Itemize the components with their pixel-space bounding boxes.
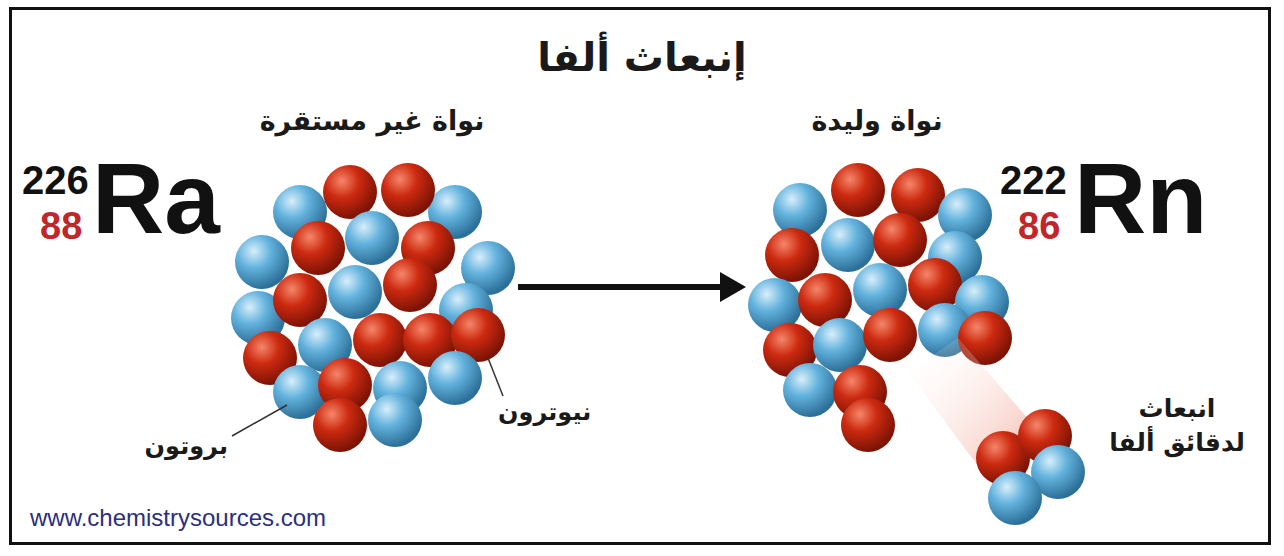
nucleon-sphere — [291, 221, 345, 275]
nucleon-sphere — [813, 318, 867, 372]
watermark: www.chemistrysources.com — [30, 504, 326, 532]
atomic-number: 88 — [40, 207, 82, 245]
nucleon-sphere — [383, 258, 437, 312]
nucleon-sphere — [323, 165, 377, 219]
nucleon-sphere — [765, 228, 819, 282]
nucleon-sphere — [313, 398, 367, 452]
part-label: بروتون — [145, 432, 228, 460]
atomic-number: 86 — [1018, 207, 1060, 245]
emission-label: انبعاث لدقائق ألفا — [1098, 392, 1256, 460]
nucleon-sphere — [353, 313, 407, 367]
nucleon-sphere — [988, 471, 1042, 525]
nucleon-sphere — [773, 183, 827, 237]
mass-number: 222 — [1000, 160, 1067, 200]
nucleus-node: نواة وليدة — [746, 105, 1008, 450]
nucleon-sphere — [783, 363, 837, 417]
parent-nucleus — [231, 163, 515, 452]
element-symbol: Ra — [92, 148, 220, 248]
nucleon-sphere — [841, 398, 895, 452]
nucleon-sphere — [368, 393, 422, 447]
leader-line — [232, 405, 287, 436]
nucleon-sphere — [235, 235, 289, 289]
nucleus-node: نواة غير مستقرة — [226, 105, 518, 445]
nucleon-sphere — [908, 258, 962, 312]
nucleon-sphere — [873, 213, 927, 267]
nucleon-sphere — [853, 263, 907, 317]
nucleon-sphere — [381, 163, 435, 217]
nucleon-sphere — [831, 163, 885, 217]
reaction-arrow — [518, 272, 746, 302]
nucleus-heading: نواة وليدة — [746, 105, 1008, 137]
nucleon-sphere — [345, 211, 399, 265]
leader-line — [488, 358, 503, 396]
nucleon-sphere — [821, 218, 875, 272]
part-label: نيوترون — [498, 398, 591, 426]
element-symbol: Rn — [1074, 148, 1207, 248]
leader-lines — [232, 358, 503, 436]
nucleon-sphere — [863, 308, 917, 362]
nucleus-heading: نواة غير مستقرة — [226, 105, 518, 137]
nucleon-sphere — [428, 351, 482, 405]
nucleon-sphere — [328, 265, 382, 319]
mass-number: 226 — [22, 160, 89, 200]
diagram-title: إنبعاث ألفا — [0, 34, 1284, 80]
alpha-particle — [908, 338, 1085, 525]
